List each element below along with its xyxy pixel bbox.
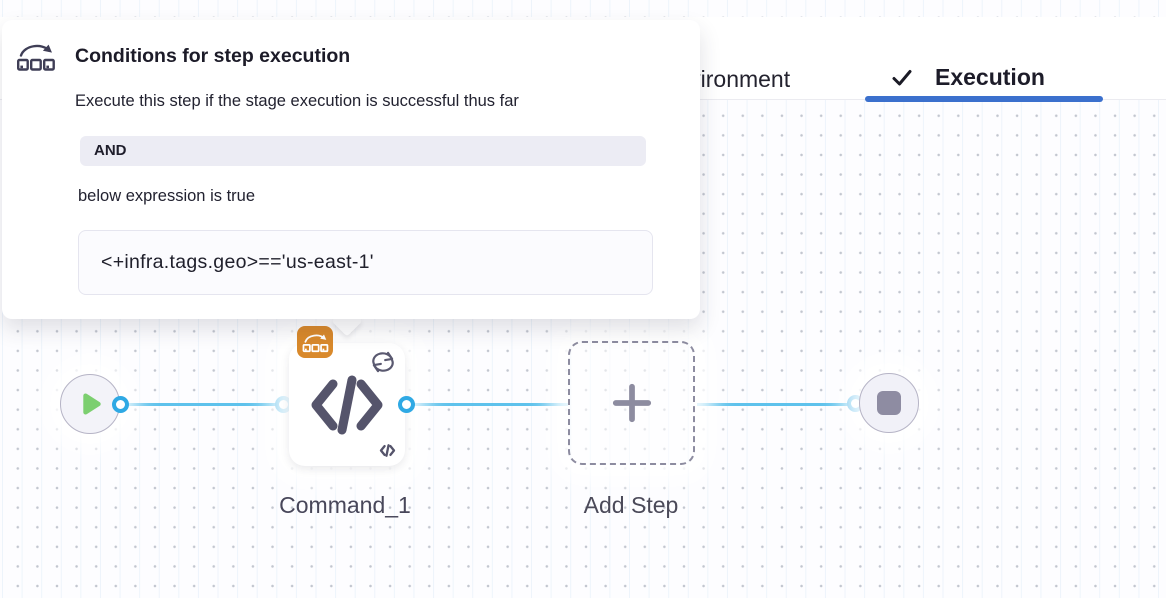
start-node (60, 374, 120, 434)
conditional-execution-icon (17, 44, 55, 71)
step-command-label: Command_1 (279, 492, 411, 518)
stop-icon (877, 391, 901, 415)
expression-text: <+infra.tags.geo>=='us-east-1' (101, 251, 374, 273)
plus-icon (612, 383, 651, 423)
check-icon (891, 67, 913, 89)
popover-title: Conditions for step execution (75, 45, 351, 67)
active-tab-underline (865, 96, 1103, 102)
add-step-button[interactable] (568, 341, 695, 465)
connector-port[interactable] (397, 395, 415, 413)
edge-addstep-to-end (697, 402, 855, 406)
loop-icon (372, 351, 394, 373)
operator-badge: AND (80, 136, 646, 166)
expression-intro: below expression is true (78, 187, 256, 205)
conditional-execution-badge[interactable] (297, 326, 333, 358)
code-mini-icon (379, 444, 396, 457)
play-icon (83, 393, 101, 415)
conditional-execution-icon (302, 333, 328, 352)
expression-box: <+infra.tags.geo>=='us-east-1' (78, 230, 653, 295)
step-command-node[interactable] (289, 343, 405, 466)
add-step-label: Add Step (583, 492, 679, 518)
connector-port[interactable] (111, 395, 129, 413)
tab-execution-label: Execution (935, 64, 1045, 90)
popover-description: Execute this step if the stage execution… (75, 92, 519, 110)
edge-start-to-command (120, 402, 283, 406)
tab-execution[interactable]: Execution (891, 64, 1045, 91)
code-icon (311, 375, 383, 435)
end-node (859, 373, 919, 433)
operator-badge-label: AND (94, 142, 127, 159)
conditions-popover: Conditions for step execution Execute th… (2, 20, 700, 319)
edge-command-to-addstep (406, 402, 568, 406)
